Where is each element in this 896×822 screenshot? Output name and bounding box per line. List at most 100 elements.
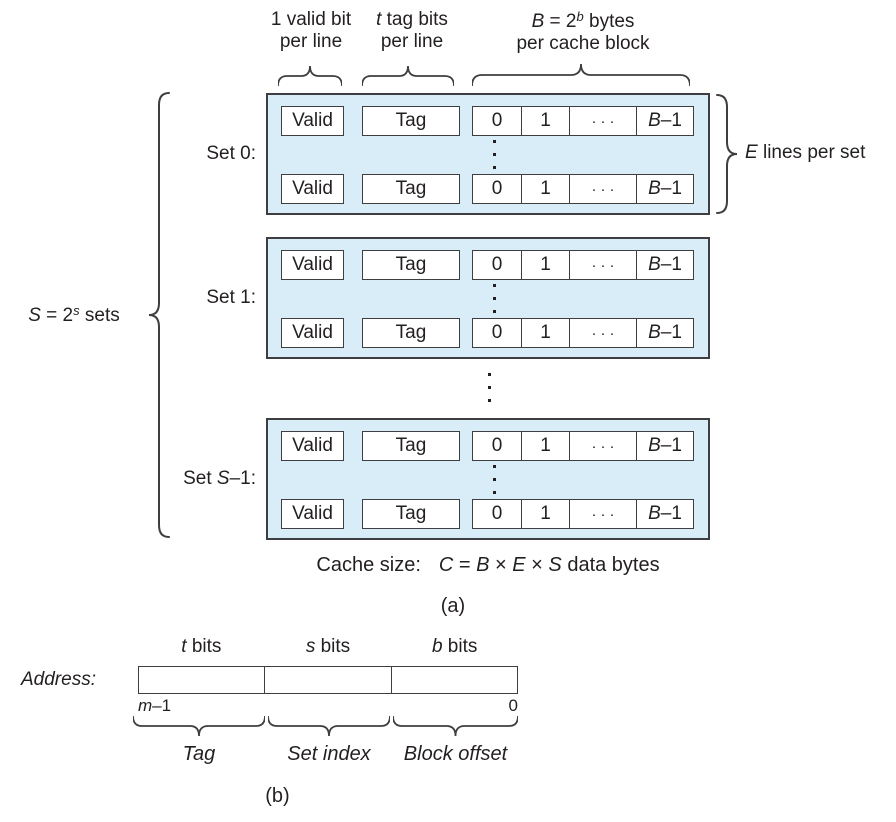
b-bits-rest: bits: [442, 636, 478, 657]
num-sets-var-S: S: [28, 305, 41, 326]
lines-right-brace-icon: [716, 94, 738, 214]
valid-box: Valid: [281, 499, 344, 529]
valid-label: Valid: [292, 435, 333, 456]
lines-per-set-label: E lines per set: [745, 142, 895, 164]
address-field-tag: [139, 667, 266, 693]
address-rectangle: [138, 666, 518, 694]
byte-last-var: B: [648, 254, 661, 275]
lsb-label: 0: [508, 696, 518, 715]
tag-box: Tag: [362, 499, 460, 529]
byte-array: 0 1 ··· B–1: [472, 318, 694, 348]
set-last-label: Set S–1:: [110, 468, 256, 490]
s-bits-var: s: [305, 636, 316, 657]
column-label-block-bytes: B = 2b bytes per cache block: [498, 9, 668, 56]
cache-line-row: Valid Tag 0 1 ··· B–1: [268, 174, 712, 204]
block-offset-field-label: Block offset: [403, 743, 508, 765]
tag-box: Tag: [362, 250, 460, 280]
msb-post: –1: [152, 696, 172, 715]
lines-per-set-rest: lines per set: [757, 142, 866, 163]
byte-last-post: –1: [660, 254, 682, 275]
valid-label: Valid: [292, 178, 333, 199]
set-last-pre: Set: [183, 468, 217, 489]
byte-cell-ellipsis: ···: [570, 107, 637, 135]
valid-box: Valid: [281, 250, 344, 280]
tag-label: Tag: [395, 110, 427, 131]
vertical-ellipsis-icon: [493, 284, 496, 313]
caption-a: (a): [440, 595, 466, 617]
byte-array: 0 1 ··· B–1: [472, 250, 694, 280]
num-sets-sup-s: s: [73, 303, 80, 318]
byte-last-var: B: [648, 178, 661, 199]
cache-size-var-E: E: [512, 554, 526, 576]
byte-last-var: B: [648, 322, 661, 343]
cache-line-row: Valid Tag 0 1 ··· B–1: [268, 250, 712, 280]
cache-line-row: Valid Tag 0 1 ··· B–1: [268, 431, 712, 461]
byte-cell-1: 1: [522, 251, 570, 279]
t-bits-label: t bits: [138, 636, 265, 658]
b-bits-label: b bits: [391, 636, 518, 658]
byte-array: 0 1 ··· B–1: [472, 431, 694, 461]
valid-box: Valid: [281, 431, 344, 461]
set-index-field-label: Set index: [287, 743, 371, 765]
tag-box: Tag: [362, 431, 460, 461]
bytes-column-over-brace-icon: [472, 64, 690, 86]
byte-last-post: –1: [660, 178, 682, 199]
byte-last-post: –1: [660, 435, 682, 456]
byte-last-var: B: [648, 435, 661, 456]
byte-last-var: B: [648, 503, 661, 524]
valid-label: Valid: [292, 110, 333, 131]
block-bytes-sup-b: b: [576, 9, 584, 24]
byte-last-post: –1: [660, 110, 682, 131]
byte-cell-0: 0: [473, 432, 522, 460]
b-bits-var: b: [431, 636, 443, 657]
byte-cell-ellipsis: ···: [570, 319, 637, 347]
byte-cell-1: 1: [522, 432, 570, 460]
address-field-block-offset: [392, 667, 517, 693]
tag-label: Tag: [395, 178, 427, 199]
tag-label: Tag: [395, 322, 427, 343]
set-last-block: Valid Tag 0 1 ··· B–1 Valid Tag 0 1 ··· …: [266, 418, 710, 540]
tag-bits-var: t: [376, 9, 382, 30]
lines-per-set-var-E: E: [745, 142, 758, 163]
cache-line-row: Valid Tag 0 1 ··· B–1: [268, 318, 712, 348]
cache-size-var-C: C: [438, 554, 454, 576]
block-bytes-var-B: B: [531, 11, 545, 32]
set-1-label: Set 1:: [206, 287, 256, 308]
block-bytes-rest: bytes: [583, 11, 635, 32]
byte-cell-0: 0: [473, 107, 522, 135]
byte-cell-ellipsis: ···: [570, 251, 637, 279]
byte-cell-1: 1: [522, 175, 570, 203]
t-bits-var: t: [181, 636, 187, 657]
tag-bits-rest: tag bits: [381, 9, 448, 30]
cache-size-rest: data bytes: [561, 554, 660, 576]
cache-size-label: Cache size:: [316, 554, 421, 576]
sets-left-brace-icon: [148, 92, 170, 538]
tag-bits-line1: t tag bits: [347, 9, 477, 31]
block-bytes-line2: per cache block: [516, 33, 650, 55]
set-0-block: Valid Tag 0 1 ··· B–1 Valid Tag 0 1 ··· …: [266, 93, 710, 215]
byte-cell-0: 0: [473, 251, 522, 279]
set-index-under-brace-icon: [268, 716, 390, 737]
cache-size-eq: =: [453, 554, 477, 576]
between-sets-ellipsis-icon: [488, 373, 491, 402]
byte-cell-1: 1: [522, 319, 570, 347]
s-bits-rest: bits: [315, 636, 351, 657]
byte-cell-ellipsis: ···: [570, 175, 637, 203]
tag-label: Tag: [395, 503, 427, 524]
valid-box: Valid: [281, 174, 344, 204]
set-last-var: S: [216, 468, 230, 489]
tag-label: Tag: [395, 435, 427, 456]
column-label-tag-bits: t tag bits per line: [347, 9, 477, 54]
msb-var-m: m: [138, 696, 153, 715]
cache-line-row: Valid Tag 0 1 ··· B–1: [268, 106, 712, 136]
tag-box: Tag: [362, 106, 460, 136]
byte-last-post: –1: [660, 322, 682, 343]
block-offset-under-brace-icon: [393, 716, 518, 737]
cache-size-var-B: B: [476, 554, 490, 576]
byte-cell-0: 0: [473, 500, 522, 528]
cache-size-formula: Cache size:C = B × E × S data bytes: [246, 553, 730, 577]
byte-cell-last: B–1: [637, 251, 693, 279]
valid-label: Valid: [292, 503, 333, 524]
valid-box: Valid: [281, 318, 344, 348]
